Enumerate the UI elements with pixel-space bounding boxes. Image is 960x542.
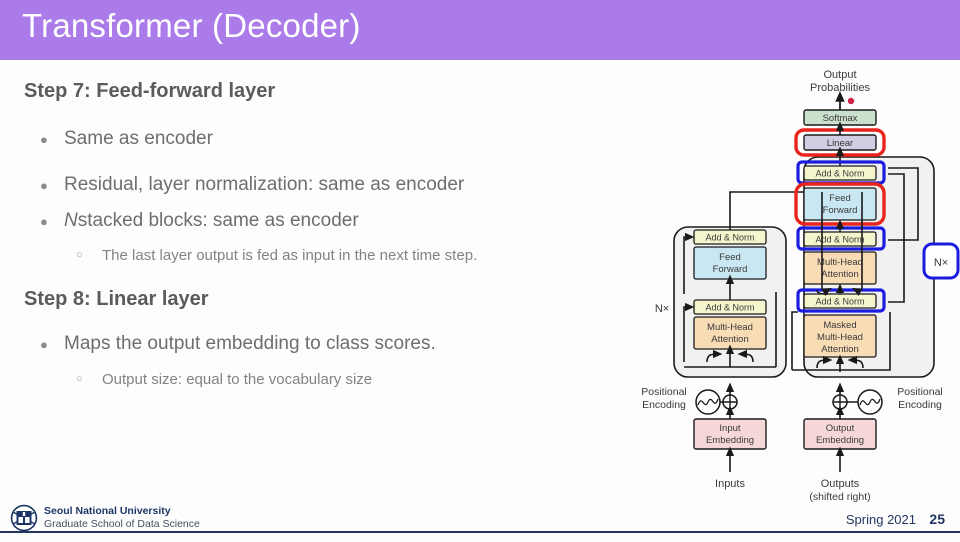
subbullet-output-size: ○ Output size: equal to the vocabulary si… [76, 370, 636, 388]
footer-university-name: Seoul National University [44, 505, 171, 517]
decoder-positional-label-1: Positional [897, 386, 943, 398]
outputs-label-1: Outputs [821, 478, 860, 490]
decoder-cross-attention-label-1: Multi-Head [817, 257, 863, 268]
logo-emblem-mark [22, 512, 26, 516]
encoder-qkv-left [706, 349, 723, 363]
decoder-cross-qkv-right [851, 286, 863, 297]
inputs-label: Inputs [715, 478, 745, 490]
subbullet-marker: ○ [76, 249, 83, 262]
output-embedding-label-2: Embedding [816, 435, 864, 446]
step8-heading: Step 8: Linear layer [24, 288, 209, 310]
bullet-residual-layernorm: ● Residual, layer normalization: same as … [40, 174, 630, 196]
encoder-memory-into-decoder [821, 192, 833, 297]
decoder-qkv-right [847, 355, 864, 369]
masked-mha-label-2: Multi-Head [817, 332, 863, 343]
bullet-maps-output-embedding: ● Maps the output embedding to class scor… [40, 333, 630, 355]
logo-book-left [18, 517, 23, 523]
footer-school-name: Graduate School of Data Science [44, 518, 200, 530]
decoder-input-bus [792, 312, 891, 371]
bullet-text: Maps the output embedding to class score… [64, 333, 436, 354]
encoder-add-norm-lower-label: Add & Norm [705, 303, 754, 313]
subbullet-marker: ○ [76, 373, 83, 386]
bullet-marker: ● [40, 213, 48, 229]
encoder-mha-label-1: Multi-Head [707, 322, 753, 333]
decoder-positional-label-2: Encoding [898, 399, 942, 411]
logo-book-right [25, 517, 30, 523]
decoder-nx-callout-box [922, 242, 960, 280]
input-embedding-label-2: Embedding [706, 435, 754, 446]
encoder-feed-forward-label-1: Feed [719, 252, 741, 263]
masked-mha-label-3: Attention [821, 344, 859, 355]
bullet-marker: ● [40, 177, 48, 193]
page-title: Transformer (Decoder) [22, 7, 361, 44]
footer-institution: Seoul National University Graduate Schoo… [44, 505, 200, 531]
slide-title-bar: Transformer (Decoder) [0, 0, 960, 60]
encoder-sine-wave-icon [697, 398, 719, 406]
decoder-residual-outer-2 [888, 167, 919, 241]
bullet-n-stacked-blocks: ● N stacked blocks: same as encoder [40, 210, 630, 232]
decoder-residual-outer [888, 173, 905, 303]
softmax-label: Softmax [823, 113, 858, 124]
decoder-qkv-left [816, 355, 833, 369]
bullet-text: stacked blocks: same as encoder [77, 210, 359, 231]
encoder-add-norm-upper-label: Add & Norm [705, 233, 754, 243]
subbullet-last-layer-output: ○ The last layer output is fed as input i… [76, 246, 636, 264]
encoder-residual-lower [683, 302, 695, 362]
footer-term: Spring 2021 [845, 512, 916, 527]
subbullet-text: Output size: equal to the vocabulary siz… [102, 370, 373, 388]
bullet-marker: ● [40, 336, 48, 352]
output-probabilities-label-1: Output [823, 69, 856, 81]
encoder-qkv-right [737, 349, 754, 363]
decoder-feed-forward-label-2: Forward [823, 205, 858, 216]
subbullet-text: The last layer output is fed as input in… [102, 246, 478, 264]
encoder-residual-upper [683, 232, 695, 292]
encoder-nx-label: N× [655, 303, 669, 315]
bullet-text: Same as encoder [64, 128, 213, 149]
bullet-same-as-encoder: ● Same as encoder [40, 128, 630, 150]
decoder-sine-wave-icon [859, 398, 881, 406]
transformer-architecture-diagram: Feed Forward Add & Norm Multi-Head Atten… [632, 62, 960, 502]
encoder-mha-label-2: Attention [711, 334, 749, 345]
encoder-feed-forward-label-2: Forward [713, 264, 748, 275]
decoder-nx-label: N× [934, 257, 948, 269]
decoder-feed-forward-label-1: Feed [829, 193, 851, 204]
encoder-positional-label-1: Positional [641, 386, 687, 398]
decoder-add-norm-top-label: Add & Norm [815, 169, 864, 179]
outputs-label-2: (shifted right) [809, 491, 870, 502]
encoder-to-decoder-path [729, 191, 822, 222]
masked-mha-label-1: Masked [823, 320, 856, 331]
footer-divider [0, 531, 960, 533]
decoder-add-norm-middle-label: Add & Norm [815, 235, 864, 245]
linear-label: Linear [827, 138, 853, 149]
bullet-text-italic-n: N [64, 210, 78, 231]
input-embedding-label-1: Input [719, 423, 740, 434]
output-embedding-label-1: Output [826, 423, 855, 434]
laser-pointer-dot [847, 97, 855, 105]
footer-page-number: 25 [929, 511, 945, 527]
snu-logo [9, 504, 39, 532]
encoder-positional-label-2: Encoding [642, 399, 686, 411]
decoder-residual-bottom [791, 311, 798, 370]
decoder-add-norm-top-box [803, 165, 877, 181]
bullet-marker: ● [40, 131, 48, 147]
slide-body: Step 7: Feed-forward layer ● Same as enco… [0, 60, 640, 490]
decoder-add-norm-bottom-label: Add & Norm [815, 297, 864, 307]
decoder-cross-attention-label-2: Attention [821, 269, 859, 280]
step7-heading: Step 7: Feed-forward layer [24, 80, 276, 102]
bullet-text: Residual, layer normalization: same as e… [64, 174, 465, 195]
output-probabilities-label-2: Probabilities [810, 82, 870, 94]
